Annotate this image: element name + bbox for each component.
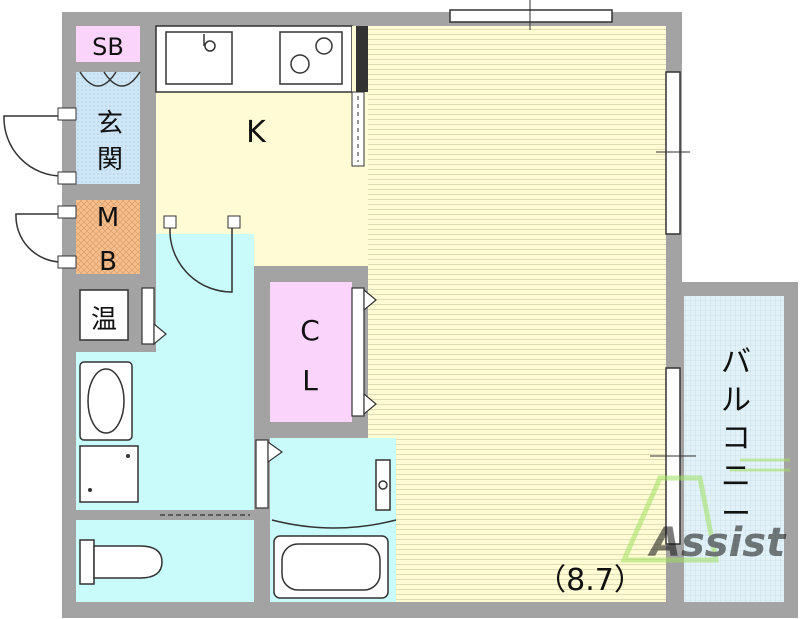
- closet-label-2: L: [302, 364, 318, 397]
- bathtub-icon: [273, 535, 389, 599]
- window-top: [449, 9, 613, 23]
- partition-wall: [356, 26, 368, 92]
- bath-door: [255, 439, 269, 509]
- closet-door: [351, 287, 365, 417]
- mb-label-2: B: [99, 247, 117, 277]
- kitchen-label: K: [246, 115, 267, 150]
- onsui-label: 温: [91, 305, 117, 335]
- sink-icon: [165, 31, 233, 85]
- watermark-logo: Assist: [620, 458, 790, 566]
- burner-icon: [315, 37, 333, 55]
- sink-drain-icon: [204, 40, 216, 52]
- mb-label-1: M: [97, 203, 119, 233]
- shower-curve: [271, 519, 397, 529]
- onsui-door: [141, 287, 155, 345]
- balcony-label-4: ニ: [721, 459, 751, 494]
- washing-machine-icon: [79, 445, 139, 503]
- balcony-label-1: バ: [721, 345, 751, 380]
- genkan-label-2: 関: [97, 145, 123, 175]
- toilet-bowl-icon: [93, 545, 163, 579]
- window-right-upper: [665, 71, 681, 235]
- closet-area: [270, 282, 352, 422]
- balcony-area: [684, 296, 784, 602]
- watermark-text: Assist: [647, 520, 787, 566]
- genkan-step: [79, 71, 117, 87]
- sb-label: SB: [92, 33, 124, 61]
- sb-area: [76, 26, 140, 62]
- closet-label-1: C: [300, 314, 320, 347]
- toilet-tank-icon: [79, 539, 95, 585]
- mb-door: [15, 213, 63, 263]
- burner-icon: [290, 54, 310, 74]
- shower-icon: [375, 459, 391, 511]
- entrance-door: [3, 115, 63, 177]
- washbasin-icon: [79, 361, 133, 441]
- water-heater-box: [79, 289, 129, 341]
- main-room: [368, 26, 666, 602]
- corridor-door: [169, 222, 233, 293]
- main-room-size: （8.7）: [536, 563, 644, 598]
- balcony-label-5: ー: [721, 497, 751, 532]
- balcony-label-2: ル: [721, 383, 751, 418]
- stove-icon: [279, 31, 343, 85]
- mb-area: [76, 200, 140, 274]
- genkan-label-1: 玄: [97, 109, 123, 139]
- genkan-area: [76, 72, 140, 184]
- balcony-label-3: コ: [721, 421, 751, 456]
